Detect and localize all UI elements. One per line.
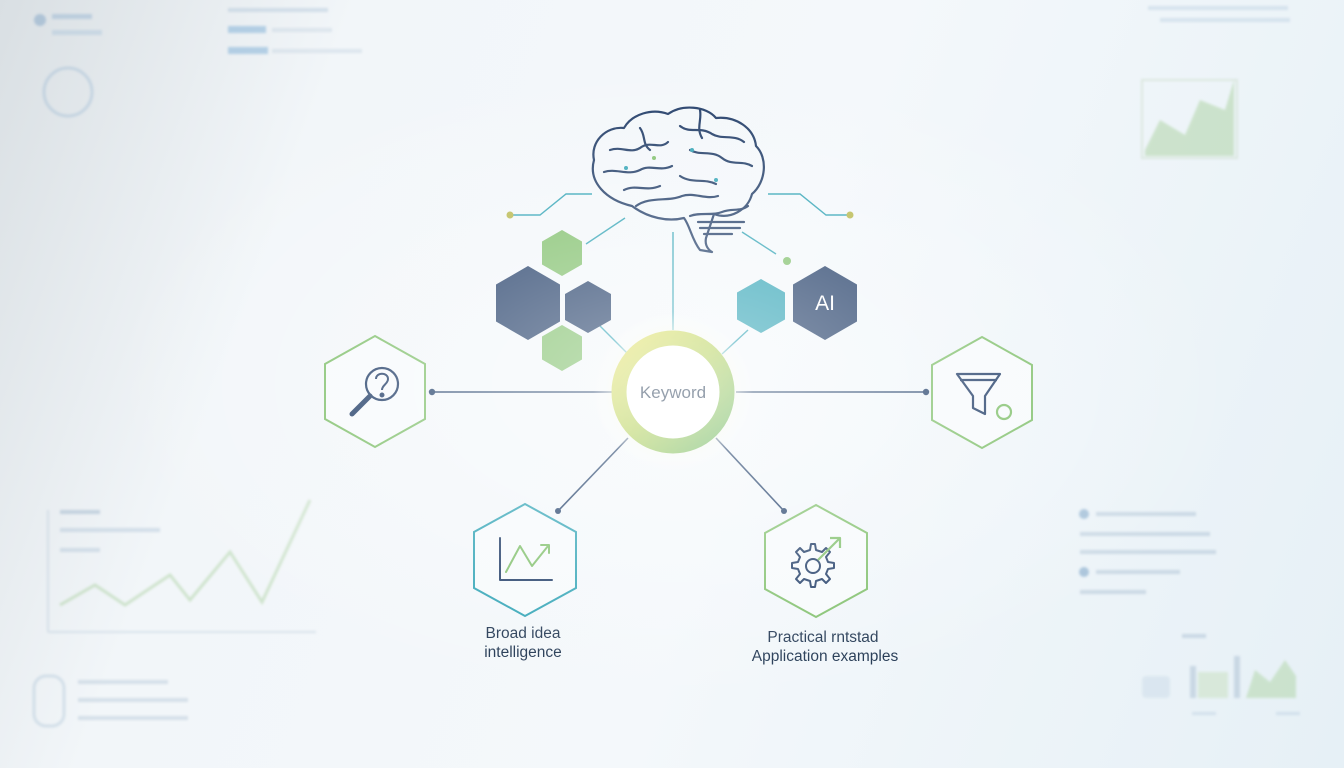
connector-bottom-right-dot	[781, 508, 787, 514]
hex-cluster-right: AI	[737, 266, 857, 340]
funnel-node[interactable]	[931, 335, 1033, 450]
search-node[interactable]	[324, 334, 426, 449]
hex-green-bottom	[542, 325, 582, 371]
keyword-label: Keyword	[640, 383, 706, 402]
practical-node[interactable]: Practical rntstad Application examples	[752, 503, 899, 665]
connector-right-dot	[922, 388, 930, 396]
connector-brain-right	[741, 231, 777, 255]
practical-label-line1: Practical rntstad	[767, 629, 878, 646]
broad-idea-label-line2: intelligence	[484, 644, 562, 661]
hex-teal	[737, 279, 785, 333]
keyword-hub[interactable]: Keyword	[593, 312, 753, 472]
hex-green-top	[542, 230, 582, 276]
connector-brain-far-left	[510, 193, 592, 216]
small-green-dot	[783, 257, 791, 265]
bg-top-left-widget	[34, 8, 362, 118]
bg-line-chart	[47, 499, 316, 633]
bg-right-list	[1079, 509, 1216, 594]
bg-bottom-right-bars	[1142, 634, 1300, 715]
broad-idea-hex	[473, 502, 577, 618]
broad-idea-node[interactable]: Broad idea intelligence	[473, 502, 577, 661]
far-right-dot	[846, 211, 854, 219]
hex-cluster-left	[496, 230, 611, 371]
hex-navy-large	[496, 266, 560, 340]
connector-bottom-left-dot	[555, 508, 561, 514]
bg-bottom-left-widget	[32, 674, 188, 728]
ai-badge-label: AI	[815, 292, 835, 315]
far-left-dot	[506, 211, 514, 219]
hex-navy-small	[565, 281, 611, 333]
connector-brain-left	[585, 217, 626, 245]
brain-icon	[591, 106, 765, 254]
practical-hex	[764, 503, 868, 619]
search-node-hex	[324, 334, 426, 449]
connector-brain-far-right	[768, 193, 850, 216]
practical-label-line2: Application examples	[752, 648, 899, 665]
broad-idea-label-line1: Broad idea	[486, 625, 561, 642]
connector-left-dot	[428, 388, 436, 396]
funnel-node-hex	[931, 335, 1033, 450]
bg-top-right-widget	[1141, 6, 1290, 159]
